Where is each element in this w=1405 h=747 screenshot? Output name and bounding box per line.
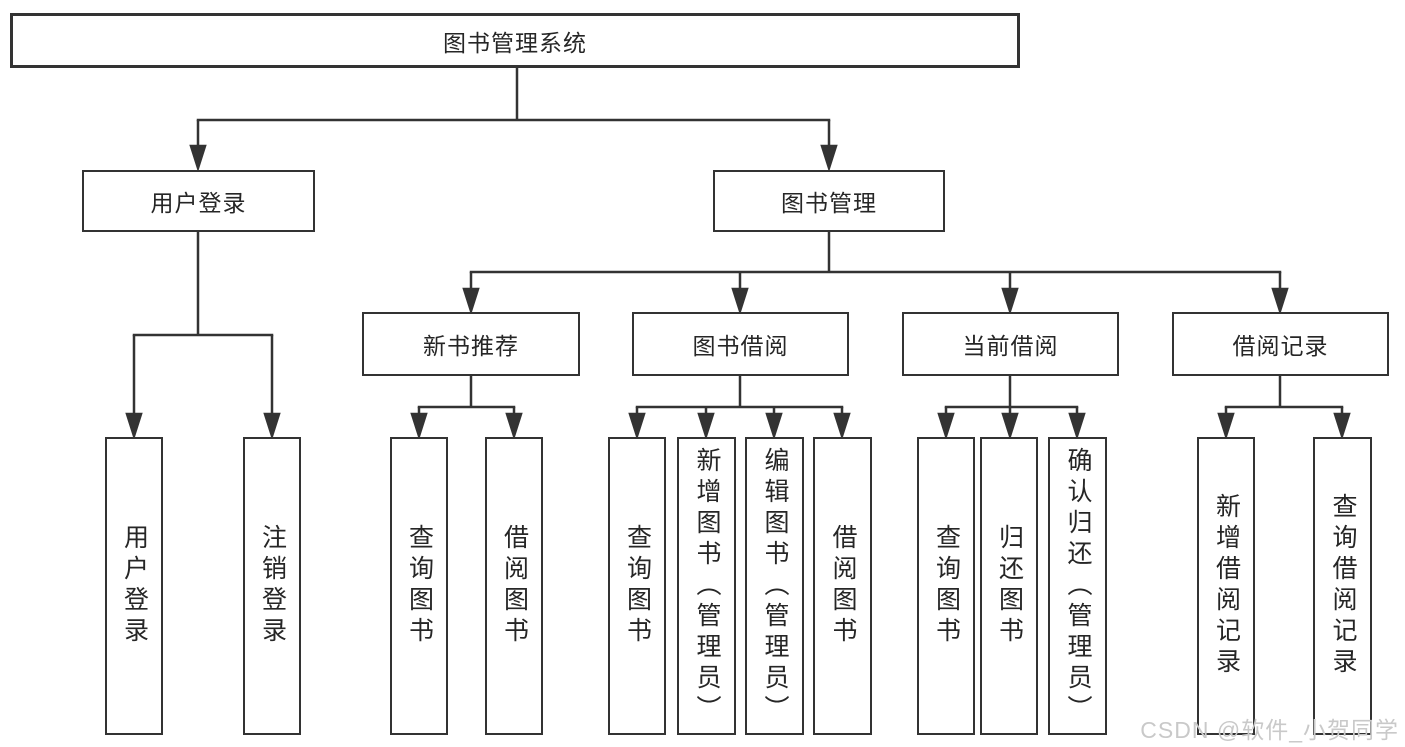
node-label: 编辑图书（管理员） — [761, 446, 789, 726]
node-label: 借阅记录 — [1232, 333, 1329, 359]
node-label: 归还图书 — [995, 524, 1024, 648]
connector-new-book-recommend — [410, 376, 523, 441]
node-label: 借阅图书 — [829, 524, 857, 648]
node-label: 查询借阅记录 — [1329, 493, 1357, 679]
leaf-confirm-return-admin: 确认归还（管理员） — [1048, 437, 1107, 735]
node-label: 注销登录 — [258, 524, 287, 648]
leaf-borrow-books-recommend: 借阅图书 — [485, 437, 543, 735]
node-label: 借阅图书 — [500, 524, 529, 648]
connector-book-borrow — [628, 376, 851, 441]
node-book-borrow: 图书借阅 — [632, 312, 849, 376]
connector-book-management — [462, 232, 1289, 316]
node-label: 图书管理 — [781, 190, 877, 216]
leaf-query-books-current: 查询图书 — [917, 437, 975, 735]
leaf-query-borrow-record: 查询借阅记录 — [1313, 437, 1372, 735]
node-label: 确认归还（管理员） — [1064, 446, 1092, 726]
node-label: 用户登录 — [120, 524, 149, 648]
node-current-borrow: 当前借阅 — [902, 312, 1119, 376]
node-label: 当前借阅 — [962, 333, 1059, 359]
connector-borrow-records — [1217, 376, 1351, 441]
leaf-add-borrow-record: 新增借阅记录 — [1197, 437, 1255, 735]
node-label: 图书借阅 — [692, 333, 789, 359]
node-book-management: 图书管理 — [713, 170, 945, 232]
leaf-edit-book-admin: 编辑图书（管理员） — [745, 437, 804, 735]
leaf-borrow-books: 借阅图书 — [813, 437, 872, 735]
node-label: 查询图书 — [405, 524, 434, 648]
node-label: 新书推荐 — [423, 333, 519, 359]
node-root: 图书管理系统 — [10, 13, 1020, 68]
node-borrow-records: 借阅记录 — [1172, 312, 1389, 376]
node-label: 用户登录 — [150, 190, 247, 216]
node-user-login: 用户登录 — [82, 170, 315, 232]
node-new-book-recommend: 新书推荐 — [362, 312, 580, 376]
connector-user-login — [125, 232, 281, 441]
node-label: 图书管理系统 — [443, 29, 587, 56]
node-label: 查询图书 — [623, 524, 652, 648]
connector-root — [189, 68, 838, 173]
node-label: 新增借阅记录 — [1212, 493, 1241, 679]
leaf-user-login: 用户登录 — [105, 437, 163, 735]
node-label: 新增图书（管理员） — [693, 446, 721, 726]
connector-current-borrow — [937, 376, 1086, 441]
leaf-return-books: 归还图书 — [980, 437, 1038, 735]
leaf-logout: 注销登录 — [243, 437, 301, 735]
leaf-query-books-recommend: 查询图书 — [390, 437, 448, 735]
csdn-watermark: CSDN @软件_小贺同学 — [1140, 717, 1399, 743]
leaf-query-books-borrow: 查询图书 — [608, 437, 666, 735]
node-label: 查询图书 — [932, 524, 961, 648]
leaf-add-book-admin: 新增图书（管理员） — [677, 437, 736, 735]
